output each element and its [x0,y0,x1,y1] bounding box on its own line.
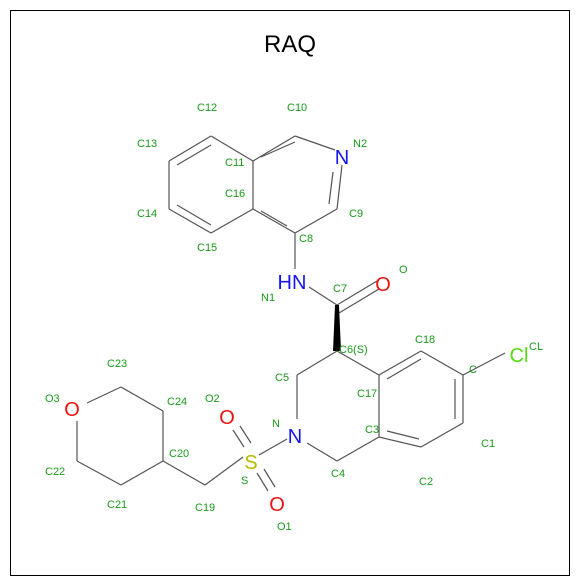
label-c3: C3 [365,424,379,436]
label-o: O [399,264,408,276]
heteroatoms: N HN O Cl N S O O O [64,147,528,516]
label-c1: C1 [481,438,495,450]
label-c24: C24 [167,396,187,408]
label-c11: C11 [225,157,244,169]
atom-labels: C12 C10 C13 N2 C11 C16 C14 C9 C8 C15 O C… [45,102,543,533]
label-n1: N1 [261,292,275,304]
label-o1: O1 [277,521,292,533]
label-c21: C21 [107,499,127,511]
atom-s: S [244,452,257,474]
label-c7: C7 [333,283,347,295]
label-o2: O2 [205,393,220,405]
atom-o1: O [269,494,285,516]
label-c16: C16 [225,188,245,200]
label-c8: C8 [299,233,313,245]
atom-n2: N [335,147,349,169]
label-c14: C14 [137,208,157,220]
atom-o-carbonyl: O [375,274,391,296]
amide-bonds [294,233,380,351]
label-c15: C15 [197,242,217,254]
label-c10: C10 [287,102,307,114]
label-c19: C19 [195,502,215,514]
label-cl: CL [529,341,543,353]
label-c2: C2 [419,476,433,488]
atom-hn: HN [278,272,307,294]
label-c22: C22 [45,466,65,478]
label-n: N [272,418,280,430]
label-n2: N2 [353,138,367,150]
sulfonyl-bonds [204,425,288,492]
structure-panel: RAQ [10,10,570,576]
molecule-diagram: N HN O Cl N S O O O C12 C10 C13 N2 C11 C… [45,102,543,533]
atom-n-ring: N [288,426,302,448]
label-c17: C17 [357,388,377,400]
label-c5: C5 [275,372,289,384]
oxane-bonds [76,386,206,486]
label-c18: C18 [415,334,435,346]
tetrahydroisoquinoline-bonds [296,350,506,462]
label-c6s: C6(S) [339,344,368,356]
atom-cl: Cl [510,345,529,367]
label-c12: C12 [197,102,217,114]
label-c13: C13 [137,138,157,150]
label-c23: C23 [107,358,127,370]
label-s: S [241,475,248,487]
atom-o3: O [64,399,80,421]
atom-o2: O [219,407,235,429]
label-c: C [469,364,477,376]
label-c20: C20 [169,448,189,460]
label-o3: O3 [45,393,60,405]
label-c9: C9 [349,208,363,220]
molecule-title: RAQ [263,31,316,58]
label-c4: C4 [331,468,345,480]
isoquinoline-bonds [168,135,343,234]
